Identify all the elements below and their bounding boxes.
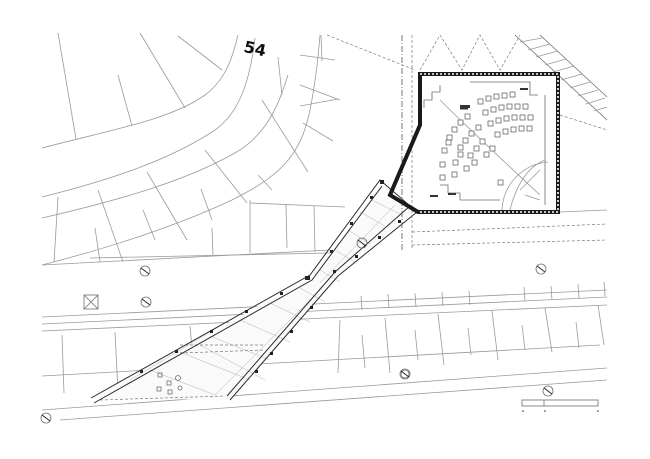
north-arrows: [40, 237, 554, 424]
diagonal-stair: [514, 34, 608, 131]
north-arrow-icon: [399, 368, 411, 380]
scale-bar: [521, 399, 599, 412]
curved-street: 54: [41, 32, 346, 266]
north-arrow-icon: [356, 237, 368, 249]
north-arrow-icon: [139, 265, 151, 277]
auditorium-building: [387, 72, 560, 214]
ramp-walkway: [90, 179, 418, 404]
north-arrow-icon: [40, 412, 52, 424]
plot-number: 54: [242, 37, 268, 60]
north-arrow-icon: [535, 263, 547, 275]
north-arrow-icon: [542, 385, 554, 397]
north-arrow-icon: [140, 296, 152, 308]
